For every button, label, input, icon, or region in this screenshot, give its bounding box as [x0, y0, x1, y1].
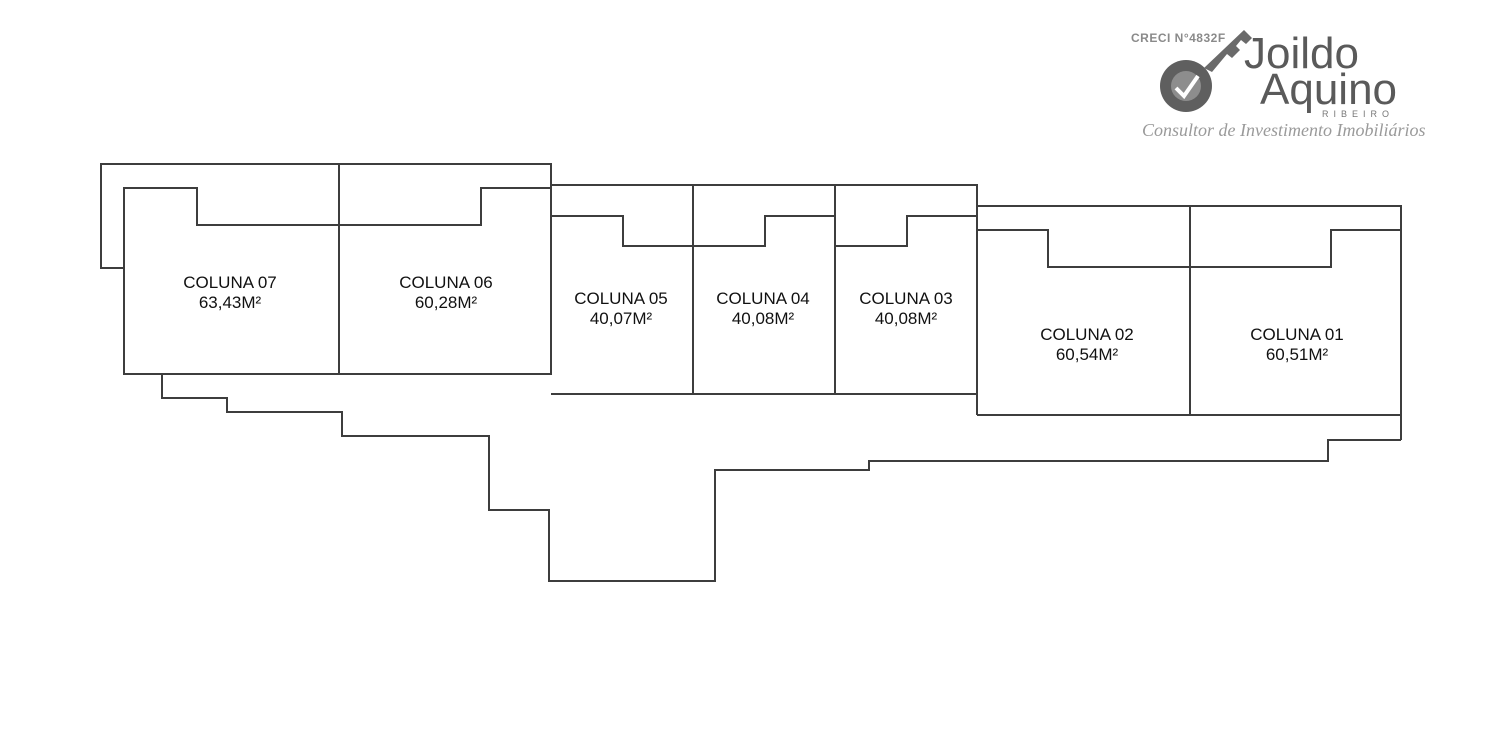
unit-coluna-06: COLUNA 06 60,28M² [339, 187, 551, 312]
unit-coluna-02: COLUNA 02 60,54M² [976, 206, 1401, 416]
brand-name-first: Joildo [1244, 29, 1359, 78]
brand-name-second: Aquino [1260, 65, 1397, 114]
unit-name-coluna-05: COLUNA 05 [574, 289, 668, 308]
brand-name-third: RIBEIRO [1322, 109, 1394, 119]
brand-logo: CRECI N°4832F Joildo Aquino RIBEIRO Cons… [1131, 29, 1425, 140]
unit-coluna-07: COLUNA 07 63,43M² [123, 164, 551, 375]
unit-area-coluna-04: 40,08M² [732, 309, 795, 328]
unit-area-coluna-05: 40,07M² [590, 309, 653, 328]
unit-coluna-05: COLUNA 05 40,07M² [551, 185, 977, 395]
unit-coluna-03: COLUNA 03 40,08M² [835, 215, 977, 328]
creci-label: CRECI N°4832F [1131, 31, 1226, 45]
unit-name-coluna-01: COLUNA 01 [1250, 325, 1344, 344]
unit-area-coluna-01: 60,51M² [1266, 345, 1329, 364]
key-icon [1160, 30, 1252, 112]
unit-coluna-04: COLUNA 04 40,08M² [693, 185, 836, 394]
brand-tagline: Consultor de Investimento Imobiliários [1142, 120, 1425, 140]
unit-area-coluna-07: 63,43M² [199, 293, 262, 312]
unit-coluna-01: COLUNA 01 60,51M² [1190, 229, 1401, 364]
unit-name-coluna-02: COLUNA 02 [1040, 325, 1134, 344]
unit-name-coluna-04: COLUNA 04 [716, 289, 810, 308]
unit-area-coluna-03: 40,08M² [875, 309, 938, 328]
unit-name-coluna-03: COLUNA 03 [859, 289, 953, 308]
unit-name-coluna-07: COLUNA 07 [183, 273, 277, 292]
unit-area-coluna-02: 60,54M² [1056, 345, 1119, 364]
unit-area-coluna-06: 60,28M² [415, 293, 478, 312]
unit-name-coluna-06: COLUNA 06 [399, 273, 493, 292]
building-outline [100, 163, 1402, 582]
